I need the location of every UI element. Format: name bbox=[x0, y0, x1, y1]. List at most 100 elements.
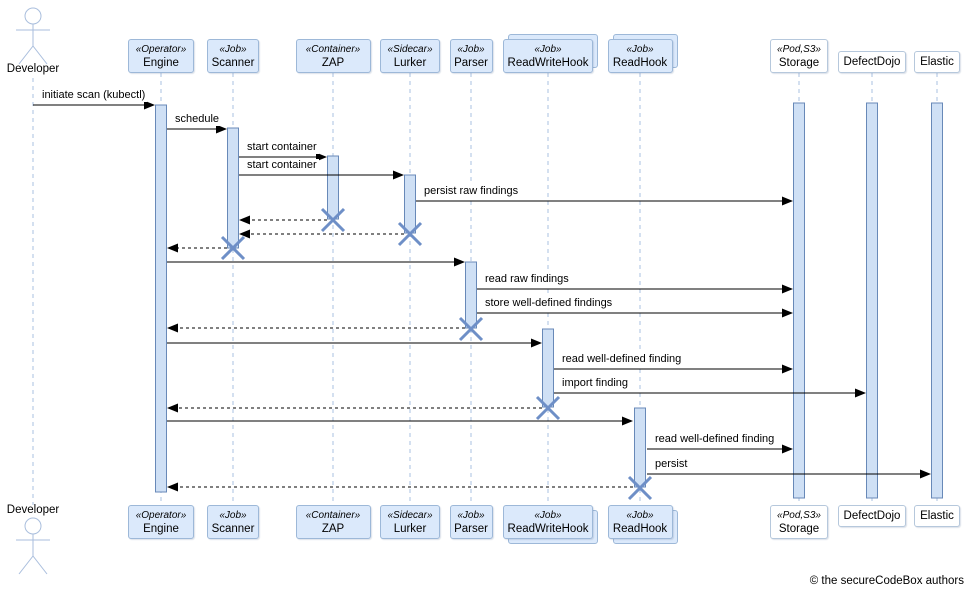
message-label: schedule bbox=[173, 113, 222, 126]
message-label: store well-defined findings bbox=[483, 297, 615, 310]
stereotype-label: «Pod,S3» bbox=[777, 43, 821, 55]
message-arrowhead-icon-3 bbox=[393, 170, 404, 180]
participant-box-engine-top: «Operator»Engine bbox=[128, 39, 194, 73]
message-label: initiate scan (kubectl) bbox=[40, 89, 148, 102]
activation-bar-zap bbox=[327, 155, 339, 220]
message-label: start container bbox=[245, 159, 319, 172]
participant-name-label: Storage bbox=[778, 522, 820, 535]
stereotype-label: «Job» bbox=[219, 509, 247, 521]
copyright-notice: © the secureCodeBox authors bbox=[809, 575, 964, 587]
stereotype-label: «Operator» bbox=[135, 509, 187, 521]
participant-box-scanner-top: «Job»Scanner bbox=[207, 39, 259, 73]
message-label: import finding bbox=[560, 377, 631, 390]
stereotype-label: «Pod,S3» bbox=[777, 509, 821, 521]
message-label: read well-defined finding bbox=[560, 353, 684, 366]
message-arrowhead-icon-1 bbox=[216, 124, 227, 134]
activation-bar-scanner bbox=[227, 127, 239, 249]
participant-box-scanner-bottom: «Job»Scanner bbox=[207, 505, 259, 539]
participant-name-label: ZAP bbox=[321, 522, 345, 535]
message-arrowhead-icon-12 bbox=[531, 338, 542, 348]
participant-box-lurker-bottom: «Sidecar»Lurker bbox=[380, 505, 440, 539]
stereotype-label: «Sidecar» bbox=[387, 509, 433, 521]
stereotype-label: «Job» bbox=[534, 509, 562, 521]
stereotype-label: «Operator» bbox=[135, 43, 187, 55]
actor-figure-top bbox=[16, 7, 50, 65]
actor-label-top: Developer bbox=[6, 63, 60, 75]
participant-name-label: Storage bbox=[778, 56, 820, 69]
participant-name-label: ReadWriteHook bbox=[507, 522, 589, 535]
message-arrowhead-icon-9 bbox=[782, 284, 793, 294]
message-label: persist bbox=[653, 458, 690, 471]
participant-box-readhook-top: «Job»ReadHook bbox=[607, 39, 673, 73]
participant-box-elastic-top: Elastic bbox=[914, 51, 960, 73]
message-arrowhead-icon-0 bbox=[144, 100, 155, 110]
participant-name-label: Scanner bbox=[211, 56, 255, 69]
message-arrowhead-icon-19 bbox=[167, 482, 178, 492]
stereotype-label: «Job» bbox=[626, 43, 654, 55]
message-arrowhead-icon-5 bbox=[239, 215, 250, 225]
participant-name-label: ReadHook bbox=[612, 522, 668, 535]
message-arrowhead-icon-14 bbox=[855, 388, 866, 398]
stereotype-label: «Container» bbox=[305, 43, 361, 55]
activation-bar-storage bbox=[793, 102, 805, 499]
stereotype-label: «Job» bbox=[457, 43, 485, 55]
participant-box-zap-bottom: «Container»ZAP bbox=[295, 505, 371, 539]
participant-name-label: Scanner bbox=[211, 522, 255, 535]
participant-box-storage-top: «Pod,S3»Storage bbox=[770, 39, 828, 73]
participant-box-rwh-top: «Job»ReadWriteHook bbox=[503, 39, 593, 73]
activation-bar-defectdojo bbox=[866, 102, 878, 499]
stereotype-label: «Sidecar» bbox=[387, 43, 433, 55]
message-arrowhead-icon-2 bbox=[316, 152, 327, 162]
stereotype-label: «Job» bbox=[457, 509, 485, 521]
participant-box-storage-bottom: «Pod,S3»Storage bbox=[770, 505, 828, 539]
participant-name-label: Lurker bbox=[393, 522, 427, 535]
participant-name-label: Parser bbox=[454, 56, 488, 69]
participant-box-parser-bottom: «Job»Parser bbox=[449, 505, 493, 539]
message-arrowhead-icon-15 bbox=[167, 403, 178, 413]
message-arrowhead-icon-10 bbox=[782, 308, 793, 318]
message-label: persist raw findings bbox=[422, 185, 521, 198]
participant-name-label: Lurker bbox=[393, 56, 427, 69]
message-arrowhead-icon-13 bbox=[782, 364, 793, 374]
message-arrowhead-icon-16 bbox=[622, 416, 633, 426]
participant-name-label: DefectDojo bbox=[843, 56, 901, 68]
destroy-cross-icon-readhook bbox=[627, 475, 653, 501]
activation-bar-engine bbox=[155, 104, 167, 493]
participant-name-label: Engine bbox=[143, 56, 179, 69]
activation-bar-lurker bbox=[404, 174, 416, 234]
participant-name-label: ReadHook bbox=[612, 56, 668, 69]
participant-box-readhook-bottom: «Job»ReadHook bbox=[607, 505, 673, 539]
participant-name-label: ZAP bbox=[321, 56, 345, 69]
participant-name-label: Engine bbox=[143, 522, 179, 535]
participant-box-elastic-bottom: Elastic bbox=[914, 505, 960, 527]
stereotype-label: «Job» bbox=[219, 43, 247, 55]
activation-bar-readhook bbox=[634, 407, 646, 488]
message-arrowhead-icon-8 bbox=[454, 257, 465, 267]
participant-box-defectdojo-bottom: DefectDojo bbox=[838, 505, 906, 527]
participant-box-parser-top: «Job»Parser bbox=[449, 39, 493, 73]
message-label: start container bbox=[245, 141, 319, 154]
message-arrowhead-icon-17 bbox=[782, 444, 793, 454]
message-arrowhead-icon-11 bbox=[167, 323, 178, 333]
participant-name-label: DefectDojo bbox=[843, 510, 901, 522]
activation-bar-rwh bbox=[542, 328, 554, 408]
message-arrowhead-icon-6 bbox=[239, 229, 250, 239]
actor-label-bottom: Developer bbox=[6, 504, 60, 516]
participant-box-zap-top: «Container»ZAP bbox=[295, 39, 371, 73]
participant-name-label: ReadWriteHook bbox=[507, 56, 589, 69]
activation-bar-elastic bbox=[931, 102, 943, 499]
stereotype-label: «Job» bbox=[626, 509, 654, 521]
destroy-cross-icon-scanner bbox=[220, 235, 246, 261]
message-label: read raw findings bbox=[483, 273, 571, 286]
destroy-cross-icon-zap bbox=[320, 207, 346, 233]
destroy-cross-icon-rwh bbox=[535, 395, 561, 421]
destroy-cross-icon-parser bbox=[458, 316, 484, 342]
stereotype-label: «Job» bbox=[534, 43, 562, 55]
activation-bar-parser bbox=[465, 261, 477, 329]
participant-name-label: Elastic bbox=[920, 510, 954, 522]
message-label: read well-defined finding bbox=[653, 433, 777, 446]
message-arrowhead-icon-18 bbox=[920, 469, 931, 479]
participant-box-rwh-bottom: «Job»ReadWriteHook bbox=[503, 505, 593, 539]
participant-box-lurker-top: «Sidecar»Lurker bbox=[380, 39, 440, 73]
